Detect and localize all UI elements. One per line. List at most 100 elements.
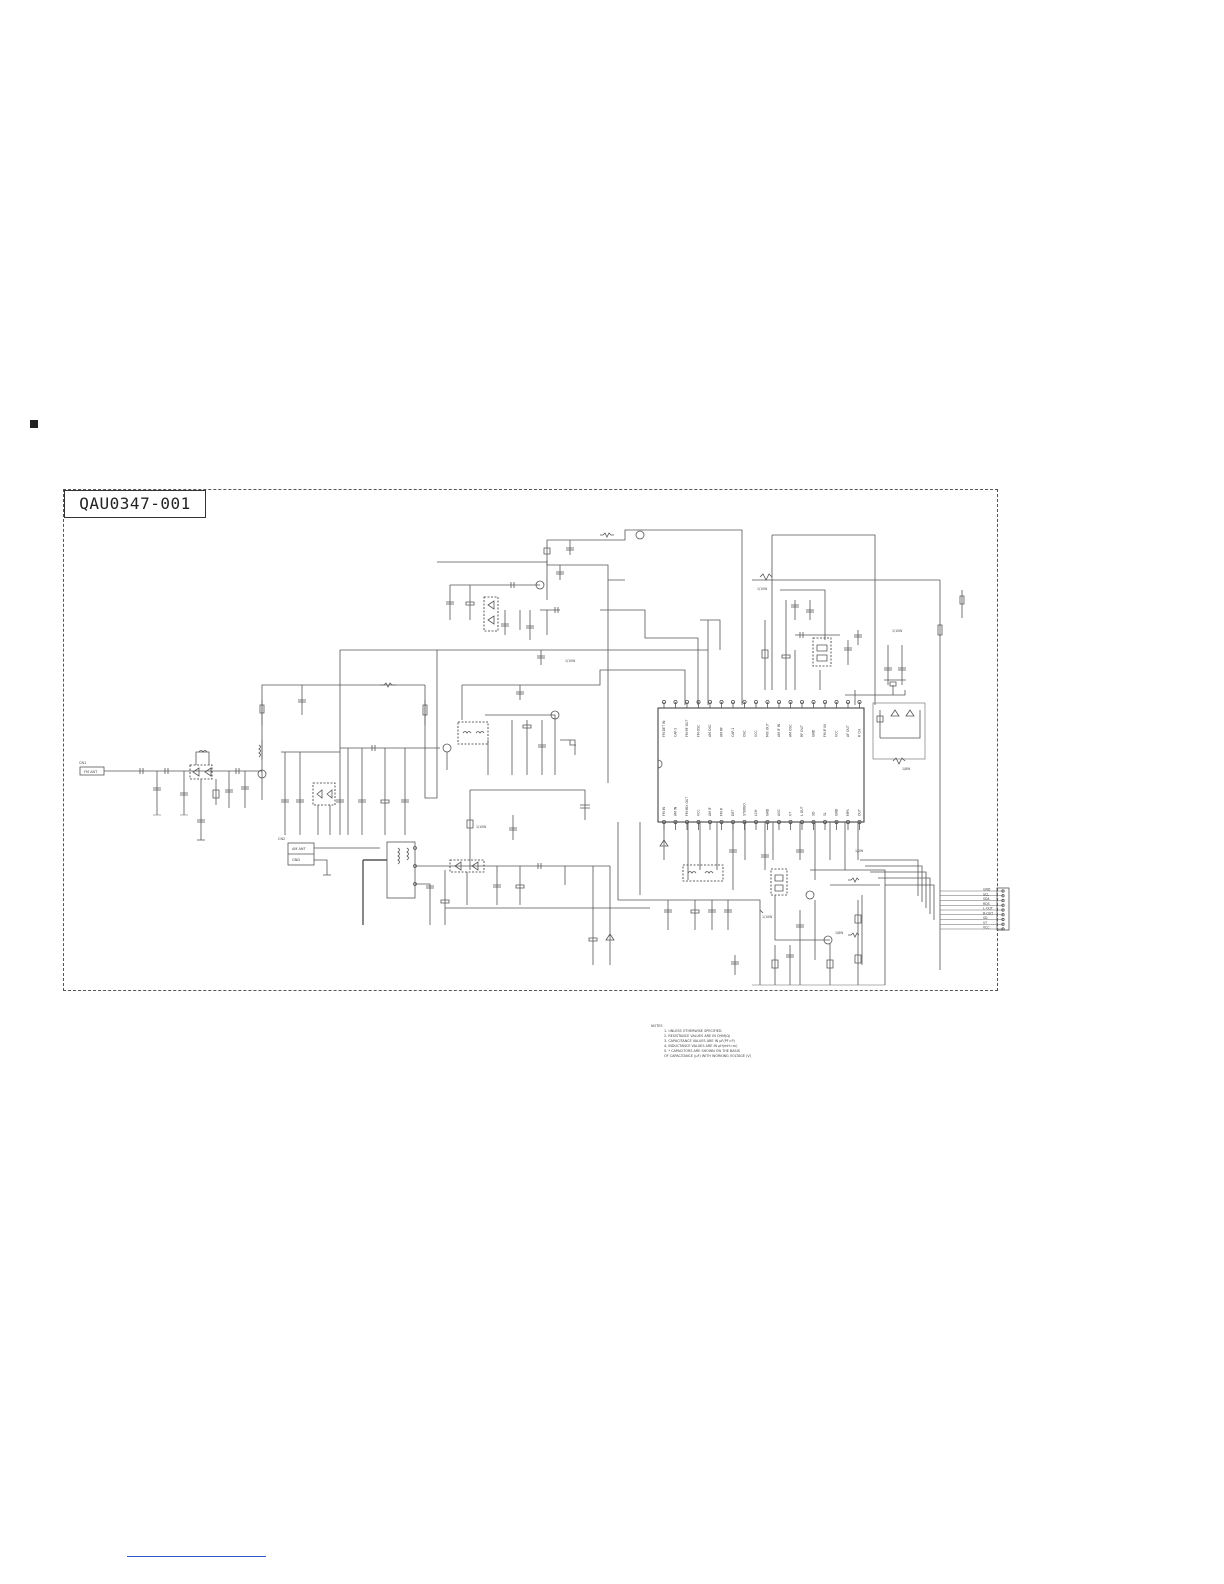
ceramic-filter-module [812,637,832,667]
ic-pin-label: OUT [858,809,862,816]
ic-pin-label: STEREO [743,803,747,816]
ic-pin-label: AM IN [674,806,678,816]
ic-pin [662,700,667,705]
resistor-rating-r4: 1/10W [892,629,903,633]
ic-pin-label: AM OSC [708,724,712,737]
resistor-rating-r7: 1/2W [855,849,864,853]
gnd-label: GND [292,858,300,862]
ic-pin-label: FM IF IN [823,724,827,737]
mute-transistor [805,890,815,900]
ic-pin [823,700,828,705]
ic-pin-label: VCC [697,809,701,816]
ic-pin-label: MPX [846,808,850,816]
fm-tuning-module [312,782,336,806]
ic-pin [777,700,782,705]
ic-pin-label: FM RF OUT [685,719,689,737]
ic-pin [719,700,724,705]
resistor-rating-r6: 1/10W [762,915,773,919]
ic-pin [731,700,736,705]
ic-pin-label: DET [731,810,735,816]
bus-label: VT [983,921,987,925]
am-input-section: CN2 AM ANT GND [278,837,650,965]
bus-pin [1001,903,1005,907]
ic-pin-label: FM IN [662,806,666,816]
ic-pin-label: AGC [777,808,781,816]
resistor-rating-r3: 1/10W [757,587,768,591]
ic-pin-label: GND [835,808,839,816]
ic-pin [811,700,816,705]
bus-label: VCC [983,926,990,930]
ic-pin-label: CAP-1 [731,728,735,737]
bus-pin [1001,913,1005,917]
ic-pin-label: AM RF [720,727,724,737]
bus-pin [1001,927,1005,931]
ic-pin [857,700,862,705]
ic-pin [765,700,770,705]
resistor-rating-r8: 1/8W [835,931,844,935]
fm-input-section: CN1 FM ANT [79,650,463,841]
bus-pin [1001,898,1005,903]
note-line: 5. * CAPACITORS ARE SHOWN ON THE BASIS [664,1049,740,1053]
ic-pin-label: LCH [754,809,758,816]
note-line: OF CAPACITANCE (μF) WITH WORKING VOLTAGE… [664,1054,752,1058]
note-line: 1. UNLESS OTHERWISE SPECIFIED [664,1029,722,1033]
bus-pin [1001,908,1005,912]
ic-pin-label: FM DET IN [662,720,666,737]
resistor-rating-r5: 1/8W [902,767,911,771]
ic-pin [846,700,851,705]
am-antenna-coil [386,841,416,899]
right-upper-section: 1/10W 1/10W 1/8W [752,534,965,970]
ic-pin-label: AM IF IN [777,723,781,737]
bus-label: SCL [983,892,989,896]
ic-pin-label: AM OSC [789,724,793,737]
bus-pin [1001,922,1005,926]
am-connector-ref: CN2 [278,837,285,841]
ic-pin-label: SL [823,812,827,816]
oscillator-coil-module [483,596,499,632]
ic-pin-label: VCC [754,730,758,737]
ic-pin [708,700,713,705]
fm-rf-transistor [257,769,267,779]
ic-pin-label: RF OUT [800,725,804,737]
ic-pin-label: AM IF [708,807,712,816]
ic-pin-label: FM OSC [697,724,701,737]
ic-pin [742,700,747,705]
note-line: NOTES [651,1024,663,1028]
bus-pin [1001,917,1005,922]
quad-coil-module [770,868,788,896]
am-ant-label: AM ANT [292,847,307,851]
if-section: 1/10W [457,669,686,870]
bus-label: SD [983,916,988,920]
bus-label: GND [983,888,991,892]
ic-pin [834,700,839,705]
ic-pin [673,700,678,705]
bus-label: RDS [983,902,990,906]
note-line: 4. INDUCTANCE VALUES ARE IN μH(mH=m) [664,1044,738,1048]
note-line: 3. CAPACITANCE VALUES ARE IN μF(PF=P) [664,1039,736,1043]
ic-pin-label: R CH [858,729,862,737]
stereo-transistor [823,935,833,945]
bus-label: R-OUT [983,911,993,915]
oscillator-section: 1/10W [340,529,743,783]
footer-link-underline[interactable] [127,1556,266,1557]
ic-pin [696,700,701,705]
ic-pin [685,700,690,705]
fm-connector-ref: CN1 [79,761,86,765]
schematic-frame [63,489,998,991]
ic-pin [754,700,759,705]
ic-pin [788,700,793,705]
if-transformer-module [457,721,489,745]
resistor-rating-r2: 1/10W [476,825,487,829]
ic-pin [800,700,805,705]
ic-pin-label: AF OUT [846,725,850,737]
ic-pin-label: OSC [743,729,747,737]
stereo-filter-block [872,702,926,760]
ic-pin-label: L OUT [800,806,804,816]
right-lower-section: 1/10W 1/2W 1/8W [617,822,886,986]
ic-pin-label: FM IF [720,807,724,816]
ic-pin-label: GND [812,729,816,737]
part-number-title: QAU0347-001 [64,490,206,518]
